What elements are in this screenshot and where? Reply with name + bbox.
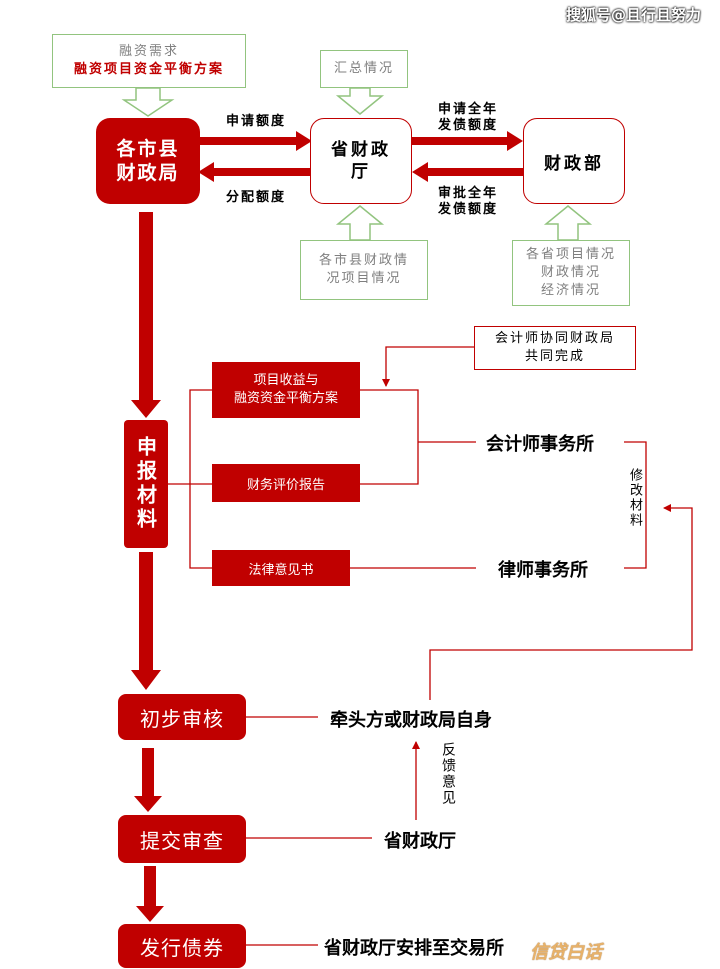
apply-annual-line2: 发债额度 [437, 118, 498, 133]
flow-arrow-1 [131, 212, 161, 418]
project-plan-box: 项目收益与 融资资金平衡方案 [212, 362, 360, 418]
allocate-quota-arrow [198, 162, 310, 182]
prov-dept-line1: 省财政 [331, 140, 391, 160]
submit-review-text: 提交审查 [140, 828, 224, 853]
demand-note: 融资需求 融资项目资金平衡方案 [52, 34, 246, 88]
city-bureau-line1: 各市县 [116, 138, 180, 160]
city-info-line1: 各市县财政情 [318, 253, 409, 268]
law-firm: 律师事务所 [498, 560, 588, 581]
issue-bonds: 发行债券 [118, 924, 246, 968]
project-plan-line2: 融资资金平衡方案 [233, 391, 338, 406]
apply-quota-label: 申请额度 [225, 114, 286, 129]
issue-party: 省财政厅安排至交易所 [324, 938, 504, 959]
approve-annual-label: 审批全年 发债额度 [422, 186, 514, 218]
cpa-cooperation-note: 会计师协同财政局 共同完成 [474, 326, 636, 370]
city-info-line2: 况项目情况 [326, 271, 402, 286]
approve-annual-line2: 发债额度 [437, 202, 498, 217]
ministry-of-finance: 财政部 [523, 118, 625, 204]
apply-quota-arrow [200, 131, 312, 151]
approve-annual-arrow [412, 162, 524, 182]
legal-opinion-text: 法律意见书 [248, 562, 314, 578]
flow-arrow-3 [134, 748, 162, 812]
ministry-text: 财政部 [544, 153, 604, 174]
demand-note-line2: 融资项目资金平衡方案 [73, 62, 224, 77]
flow-arrow-4 [136, 866, 164, 922]
preliminary-review: 初步审核 [118, 694, 246, 740]
city-finance-bureau: 各市县 财政局 [96, 118, 200, 204]
summary-note: 汇总情况 [320, 50, 408, 88]
watermark-top: 搜狐号@且行且努力 [566, 6, 702, 24]
finance-report-box: 财务评价报告 [212, 464, 360, 502]
city-bureau-line2: 财政局 [116, 162, 180, 184]
finance-report-text: 财务评价报告 [246, 477, 325, 493]
declaration-materials-text: 申报材料 [133, 436, 158, 532]
feedback-label: 反馈意见 [440, 742, 456, 806]
submit-party: 省财政厅 [384, 831, 456, 852]
city-info-up-arrow [335, 205, 385, 241]
apply-annual-line1: 申请全年 [437, 102, 498, 117]
prov-info-line2: 财政情况 [540, 265, 601, 280]
prov-info-up-arrow [543, 205, 593, 241]
apply-annual-label: 申请全年 发债额度 [422, 102, 514, 134]
approve-annual-line1: 审批全年 [437, 186, 498, 201]
allocate-quota-label: 分配额度 [225, 190, 286, 205]
demand-note-line1: 融资需求 [118, 44, 179, 59]
watermark-bottom: 信贷白话 [530, 942, 602, 963]
project-plan-line1: 项目收益与 [253, 373, 319, 388]
prov-info-line1: 各省项目情况 [525, 247, 616, 262]
preliminary-review-text: 初步审核 [140, 706, 224, 731]
cpa-note-link [382, 346, 474, 387]
accounting-firm: 会计师事务所 [486, 434, 594, 455]
submit-review: 提交审查 [118, 815, 246, 863]
demand-down-arrow [121, 87, 175, 117]
review-party: 牵头方或财政局自身 [330, 710, 492, 731]
issue-bonds-text: 发行债券 [140, 935, 224, 960]
declaration-materials: 申报材料 [124, 420, 168, 548]
flow-arrow-2 [131, 552, 161, 690]
summary-down-arrow [335, 87, 385, 115]
prov-dept-line2: 厅 [351, 162, 371, 182]
revise-materials-label: 修改材料 [627, 468, 642, 528]
apply-annual-arrow [412, 131, 523, 151]
province-info-note: 各省项目情况 财政情况 经济情况 [512, 240, 630, 306]
prov-info-line3: 经济情况 [540, 283, 601, 298]
summary-note-text: 汇总情况 [333, 61, 394, 76]
cpa-note-line1: 会计师协同财政局 [494, 331, 615, 346]
city-info-note: 各市县财政情 况项目情况 [300, 240, 428, 300]
cpa-note-line2: 共同完成 [524, 349, 585, 364]
legal-opinion-box: 法律意见书 [212, 550, 350, 586]
provincial-finance-dept: 省财政 厅 [310, 118, 412, 204]
